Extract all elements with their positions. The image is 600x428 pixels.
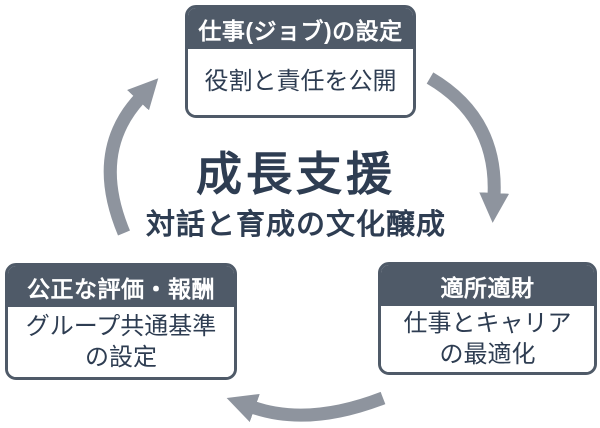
node-right-person-right-place-header: 適所適財 bbox=[381, 265, 594, 306]
node-job-setting: 仕事(ジョブ)の設定 役割と責任を公開 bbox=[185, 5, 416, 118]
node-right-person-right-place-body-line1: 仕事とキャリア bbox=[403, 309, 572, 337]
cycle-arrow-right-icon bbox=[426, 72, 510, 223]
node-right-person-right-place-body-line2: の最適化 bbox=[439, 341, 536, 368]
diagram-subtitle: 対話と育成の文化醸成 bbox=[145, 209, 446, 241]
cycle-arrow-bottom-icon bbox=[226, 391, 386, 423]
diagram-title: 成長支援 bbox=[196, 148, 396, 200]
node-fair-evaluation-body-line2: の設定 bbox=[85, 344, 157, 371]
node-fair-evaluation-body-line1: グループ共通基準 bbox=[25, 312, 217, 340]
node-fair-evaluation-header: 公正な評価・報酬 bbox=[8, 266, 234, 307]
node-right-person-right-place-body: 仕事とキャリア の最適化 bbox=[381, 306, 594, 372]
node-job-setting-body: 役割と責任を公開 bbox=[188, 49, 413, 115]
cycle-arrow-left-icon bbox=[103, 78, 159, 236]
node-fair-evaluation-body: グループ共通基準 の設定 bbox=[8, 307, 234, 377]
node-fair-evaluation: 公正な評価・報酬 グループ共通基準 の設定 bbox=[5, 263, 237, 380]
node-right-person-right-place: 適所適財 仕事とキャリア の最適化 bbox=[378, 262, 597, 375]
node-job-setting-body-text: 役割と責任を公開 bbox=[204, 68, 397, 96]
node-job-setting-header: 仕事(ジョブ)の設定 bbox=[188, 8, 413, 49]
